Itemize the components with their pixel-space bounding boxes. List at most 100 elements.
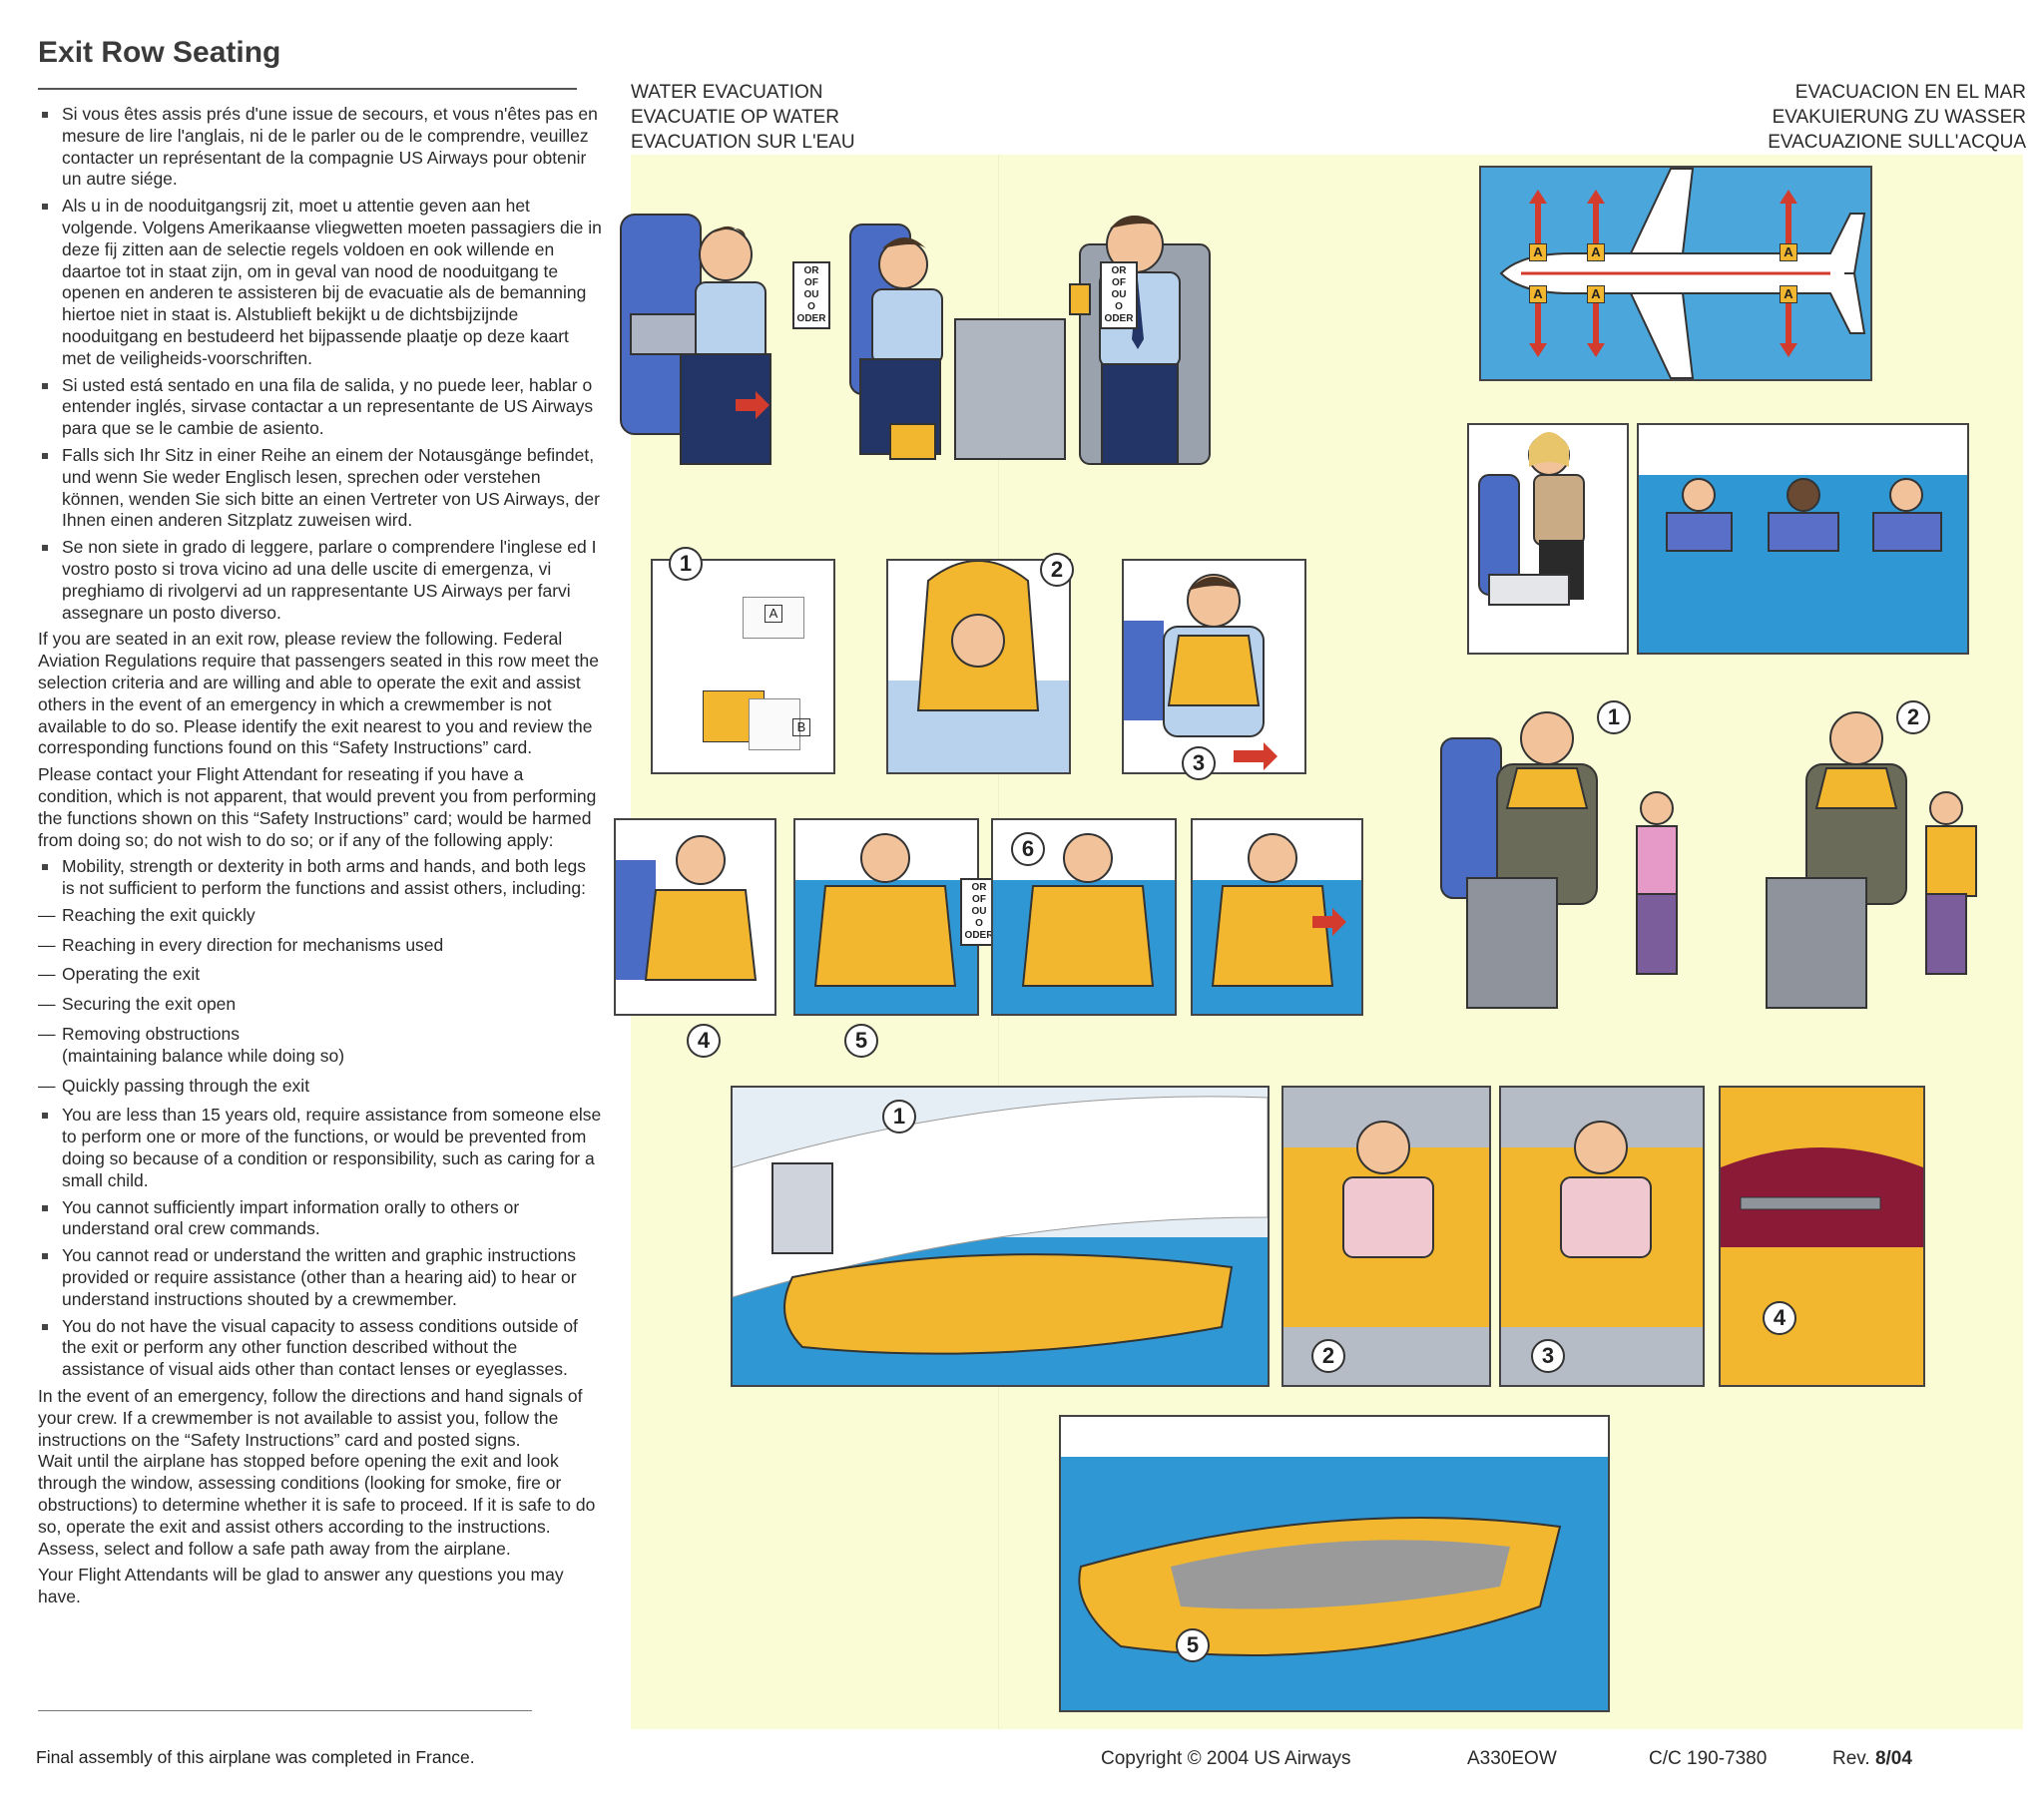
emergency-paragraph: In the event of an emergency, follow the… <box>38 1386 583 1450</box>
exit-row-paragraph: If you are seated in an exit row, please… <box>38 629 599 758</box>
raft-detach-step-4 <box>1719 1086 1925 1387</box>
or-word: ODER <box>964 930 994 941</box>
floating-passengers <box>1666 478 1942 552</box>
or-word: OR <box>803 265 819 276</box>
raft-full-figure <box>1078 1517 1562 1656</box>
step-number: 1 <box>882 1100 916 1134</box>
conditions-list: Mobility, strength or dexterity in both … <box>38 856 602 1381</box>
or-word: OR <box>971 882 987 893</box>
footer-divider <box>38 1710 532 1711</box>
raft-drift-step-5 <box>1059 1415 1610 1712</box>
step-number: 6 <box>1011 832 1045 866</box>
condition-vision: You do not have the visual capacity to a… <box>38 1316 602 1381</box>
exit-row-text: Si vous êtes assis prés d'une issue de s… <box>38 104 602 1613</box>
step-number: 2 <box>1040 553 1074 587</box>
or-word: OR <box>1111 265 1127 276</box>
step-number: 5 <box>1176 1628 1210 1662</box>
vest-fasten-figure <box>1124 574 1278 770</box>
raft-with-passengers <box>733 1096 1268 1355</box>
card-model: A330EOW <box>1467 1748 1557 1769</box>
exit-marker: A <box>1780 243 1797 261</box>
function-item: Operating the exit <box>38 964 602 986</box>
vest-step-6 <box>991 818 1177 1016</box>
vest-step-1: A B <box>651 559 835 774</box>
raft-release-figure <box>1283 1121 1489 1327</box>
or-word: OU <box>971 906 987 917</box>
step-number: 4 <box>1763 1301 1796 1335</box>
vest-retrieval-illustration <box>620 214 1211 465</box>
step-number: 2 <box>1896 700 1930 734</box>
function-label: Removing obstructions <box>62 1024 240 1045</box>
vest-step-3 <box>1122 559 1306 774</box>
or-word: ODER <box>1104 313 1134 324</box>
vest-packet-a <box>743 597 804 639</box>
condition-age: You are less than 15 years old, require … <box>38 1105 602 1191</box>
exit-marker: A <box>1529 285 1547 303</box>
raft-pull-figure <box>1501 1121 1703 1327</box>
child-vest-step-1 <box>1440 711 1678 1009</box>
or-word: OF <box>804 277 818 288</box>
airplane-icon <box>1499 168 1866 379</box>
seat-illustration-1 <box>620 214 771 465</box>
step-number: 2 <box>1311 1339 1345 1373</box>
step-number: 3 <box>1531 1339 1565 1373</box>
notice-french: Si vous êtes assis prés d'une issue de s… <box>38 104 602 191</box>
revision: Rev. 8/04 <box>1832 1748 1912 1770</box>
heading-water-evacuation: WATER EVACUATION EVACUATIE OP WATER EVAC… <box>631 80 855 155</box>
heading-line: EVACUATIE OP WATER <box>631 107 840 128</box>
packet-label: A <box>765 605 782 623</box>
notice-spanish: Si usted está sentado en una fila de sal… <box>38 375 602 440</box>
copyright: Copyright © 2004 US Airways <box>1101 1748 1351 1769</box>
heading-evacuacion: EVACUACION EN EL MAR EVAKUIERUNG ZU WASS… <box>1627 80 2026 155</box>
contact-paragraph: Please contact your Flight Attendant for… <box>38 764 597 850</box>
vest-blow-tube-figure <box>1021 833 1155 987</box>
step-number: 3 <box>1182 746 1216 780</box>
vest-inflate-figure <box>813 833 957 987</box>
heading-line: EVACUAZIONE SULL'ACQUA <box>1768 132 2026 153</box>
exit-marker: A <box>1780 285 1797 303</box>
exit-marker: A <box>1587 243 1605 261</box>
step-number: 1 <box>669 547 703 581</box>
vest-over-head-figure <box>888 560 1069 772</box>
packet-label: B <box>792 718 810 736</box>
exit-marker: A <box>1587 285 1605 303</box>
heading-line: EVACUATION SUR L'EAU <box>631 132 855 153</box>
step-number: 4 <box>687 1024 721 1058</box>
condition-communication: You cannot sufficiently impart informati… <box>38 1197 602 1241</box>
card-code: C/C 190-7380 <box>1649 1748 1768 1769</box>
step-number: 5 <box>844 1024 878 1058</box>
vest-light-illustration <box>1191 818 1363 1016</box>
function-item: Reaching the exit quickly <box>38 905 602 927</box>
condition-mobility: Mobility, strength or dexterity in both … <box>38 856 602 900</box>
or-word: O <box>975 918 983 929</box>
revision-label: Rev. <box>1832 1748 1870 1769</box>
or-word: OU <box>803 289 819 300</box>
revision-value: 8/04 <box>1874 1748 1912 1769</box>
heading-line: WATER EVACUATION <box>631 82 823 103</box>
flight-attendant-figure <box>1478 432 1585 606</box>
sky <box>1639 425 1967 475</box>
exit-diagram: A A A A A A <box>1479 166 1872 381</box>
sky <box>1061 1417 1608 1457</box>
exit-marker: A <box>1529 243 1547 261</box>
vest-step-5 <box>793 818 979 1016</box>
vest-step-2 <box>886 559 1071 774</box>
function-item-obstructions: Removing obstructions (maintaining balan… <box>38 1024 602 1068</box>
or-word: O <box>807 301 815 312</box>
notice-dutch: Als u in de nooduitgangsrij zit, moet u … <box>38 196 602 369</box>
wait-paragraph: Wait until the airplane has stopped befo… <box>38 1451 596 1559</box>
vest-packet-cover <box>749 698 800 750</box>
function-note: (maintaining balance while doing so) <box>62 1045 345 1066</box>
child-vest-step-2 <box>1766 711 1977 1009</box>
function-item: Reaching in every direction for mechanis… <box>38 935 602 957</box>
title-divider <box>38 88 577 90</box>
function-item: Securing the exit open <box>38 994 602 1016</box>
condition-reading: You cannot read or understand the writte… <box>38 1245 602 1310</box>
page-title: Exit Row Seating <box>38 36 281 69</box>
or-word: OU <box>1111 289 1127 300</box>
raft-detach-figure <box>1721 1147 1923 1247</box>
seat-illustration-3 <box>1069 216 1211 465</box>
or-word: OF <box>972 894 986 905</box>
